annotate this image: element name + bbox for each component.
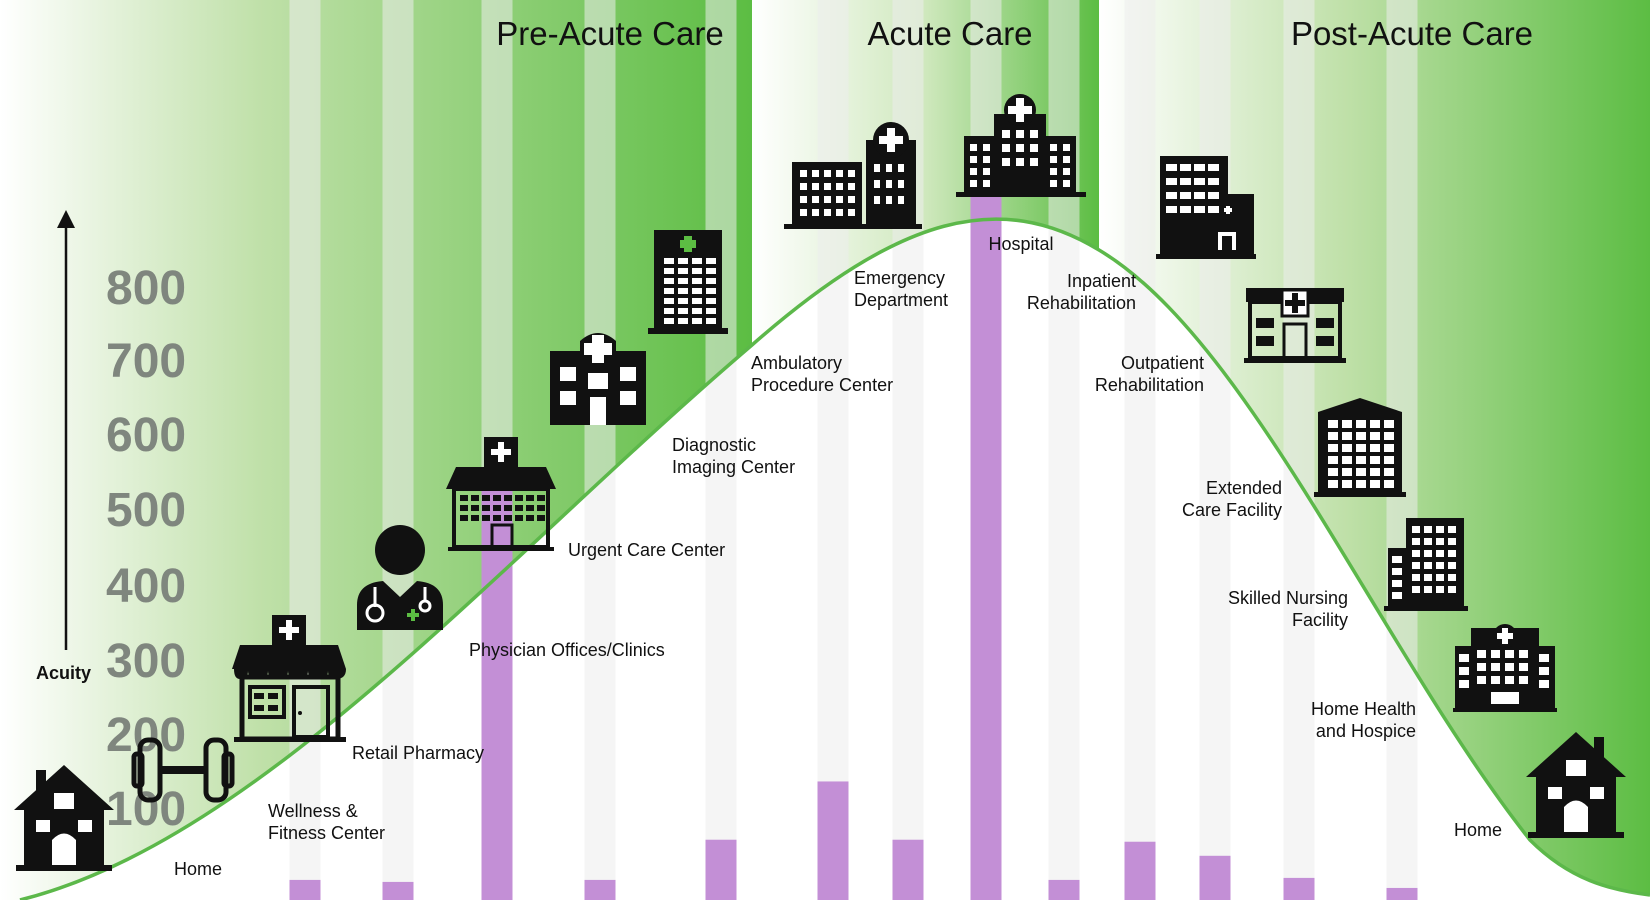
curve-label: Procedure Center [751,375,893,395]
curve-label: Rehabilitation [1027,293,1136,313]
curve-label: Fitness Center [268,823,385,843]
y-tick-label: 600 [106,409,186,462]
curve-label: and Hospice [1316,721,1416,741]
curve-label: Department [854,290,948,310]
y-tick-label: 100 [106,783,186,836]
curve-label: Ambulatory [751,353,842,373]
section-title-pre-acute: Pre-Acute Care [496,15,723,52]
curve-label: Outpatient [1121,353,1204,373]
y-tick-label: 300 [106,635,186,688]
physician-icon [357,525,443,630]
pharmacy-store-icon [232,615,346,742]
curve-label: Inpatient [1067,271,1136,291]
y-axis-arrowhead [57,210,75,228]
section-title-post-acute: Post-Acute Care [1291,15,1533,52]
acuity-curve [19,217,1650,902]
bar-track [1199,0,1231,900]
y-axis: Acuity 100 200 300 400 500 600 700 800 [36,210,186,836]
rehab-building-icon [1156,156,1256,259]
bar [1048,879,1080,900]
bar [705,839,737,900]
curve-label: Care Facility [1182,500,1282,520]
bar-track [705,0,737,900]
curve-label: Imaging Center [672,457,795,477]
curve-label: Physician Offices/Clinics [469,640,665,660]
bar [481,468,513,900]
house-icon [1526,732,1626,838]
outpatient-building-icon [1244,288,1346,363]
y-tick-label: 500 [106,484,186,537]
curve-labels: Home Wellness &Fitness Center Retail Pharm… [174,234,1502,879]
nursing-facility-icon [1384,518,1468,611]
bar-track [1283,0,1315,900]
urgent-care-building-icon [550,333,646,425]
hospital-icon [956,94,1086,197]
bar-track [1124,0,1156,900]
bar-group [289,0,1418,900]
bar [1283,877,1315,900]
ambulatory-center-icon [784,122,922,229]
bar [1199,855,1231,900]
y-axis-label: Acuity [36,663,91,683]
bar [382,881,414,900]
facility-icons [14,94,1626,871]
bar [289,879,321,900]
curve-label: Home Health [1311,699,1416,719]
office-tower-icon [1314,398,1406,497]
curve-label: Hospital [988,234,1053,254]
y-tick-label: 400 [106,560,186,613]
bar [1124,841,1156,900]
curve-label: Facility [1292,610,1348,630]
curve-label: Extended [1206,478,1282,498]
bar [817,781,849,900]
section-title-acute: Acute Care [867,15,1032,52]
bar [584,879,616,900]
bar-track [289,0,321,900]
house-icon [14,765,114,871]
curve-label: Emergency [854,268,945,288]
curve-label: Diagnostic [672,435,756,455]
curve-label: Home [1454,820,1502,840]
y-tick-label: 200 [106,709,186,762]
y-tick-label: 800 [106,262,186,315]
home-health-building-icon [1453,624,1557,712]
imaging-tower-icon [648,230,728,334]
curve-label: Home [174,859,222,879]
bar-track [817,0,849,900]
bar [892,839,924,900]
bar [1386,887,1418,900]
bar [970,176,1002,900]
curve-label: Retail Pharmacy [352,743,484,763]
curve-label: Skilled Nursing [1228,588,1348,608]
curve-label: Urgent Care Center [568,540,725,560]
curve-label: Wellness & [268,801,358,821]
y-tick-label: 700 [106,335,186,388]
bar-track [382,0,414,900]
bar-track [584,0,616,900]
clinic-building-icon [446,437,556,551]
bar-track [1048,0,1080,900]
y-axis-ticks: 100 200 300 400 500 600 700 800 [106,262,186,836]
curve-label: Rehabilitation [1095,375,1204,395]
dumbbell-icon [131,737,235,803]
